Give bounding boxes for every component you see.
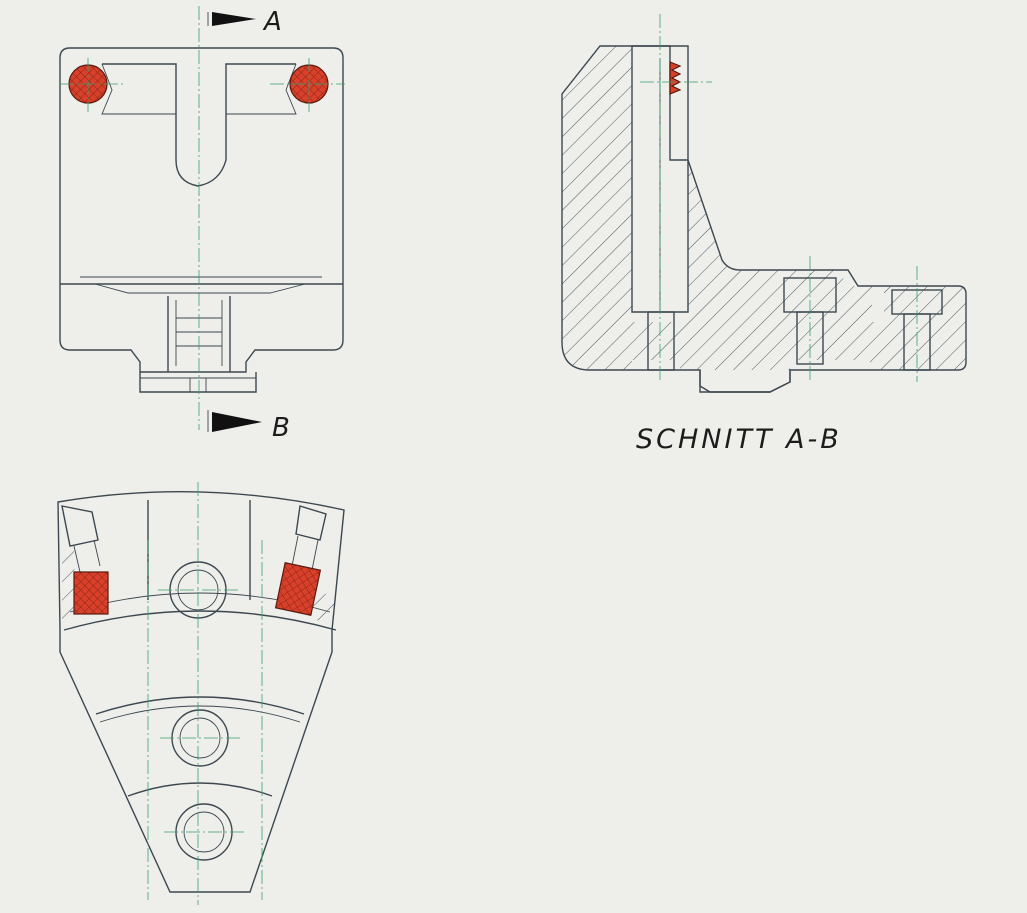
arrow-a-icon xyxy=(212,12,256,26)
top-view xyxy=(57,482,345,905)
section-view xyxy=(561,14,967,393)
section-arrow-b: B xyxy=(207,410,290,443)
front-view xyxy=(59,6,345,430)
section-arrow-a: A xyxy=(207,7,282,37)
arrow-b-icon xyxy=(212,412,262,432)
section-title: SCHNITT A-B xyxy=(636,424,842,455)
section-label-a: A xyxy=(262,7,282,37)
section-label-b: B xyxy=(272,413,290,443)
